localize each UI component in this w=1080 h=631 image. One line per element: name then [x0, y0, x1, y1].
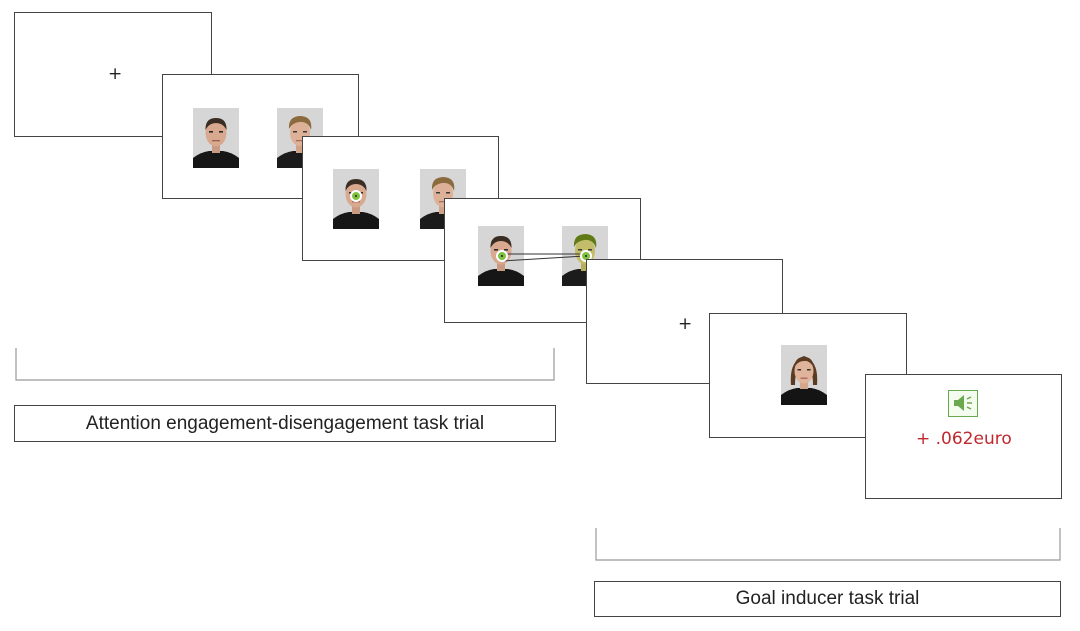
speaker-icon: [948, 390, 978, 417]
gaze-path: [501, 253, 586, 262]
goal-inducer-label: Goal inducer task trial: [594, 581, 1061, 617]
face-photo: [781, 345, 827, 405]
fixation-cross: +: [108, 64, 123, 84]
gaze-marker-icon: [350, 190, 362, 202]
attention-trial-bracket: [15, 348, 555, 381]
goal-inducer-bracket: [595, 528, 1061, 561]
attention-trial-label: Attention engagement-disengagement task …: [14, 405, 556, 442]
gaze-marker-icon: [496, 250, 508, 262]
face-photo-left: [193, 108, 239, 168]
reward-feedback-screen: + .062euro: [865, 374, 1062, 499]
fixation-cross: +: [678, 314, 693, 334]
reward-amount: + .062euro: [916, 429, 1012, 449]
